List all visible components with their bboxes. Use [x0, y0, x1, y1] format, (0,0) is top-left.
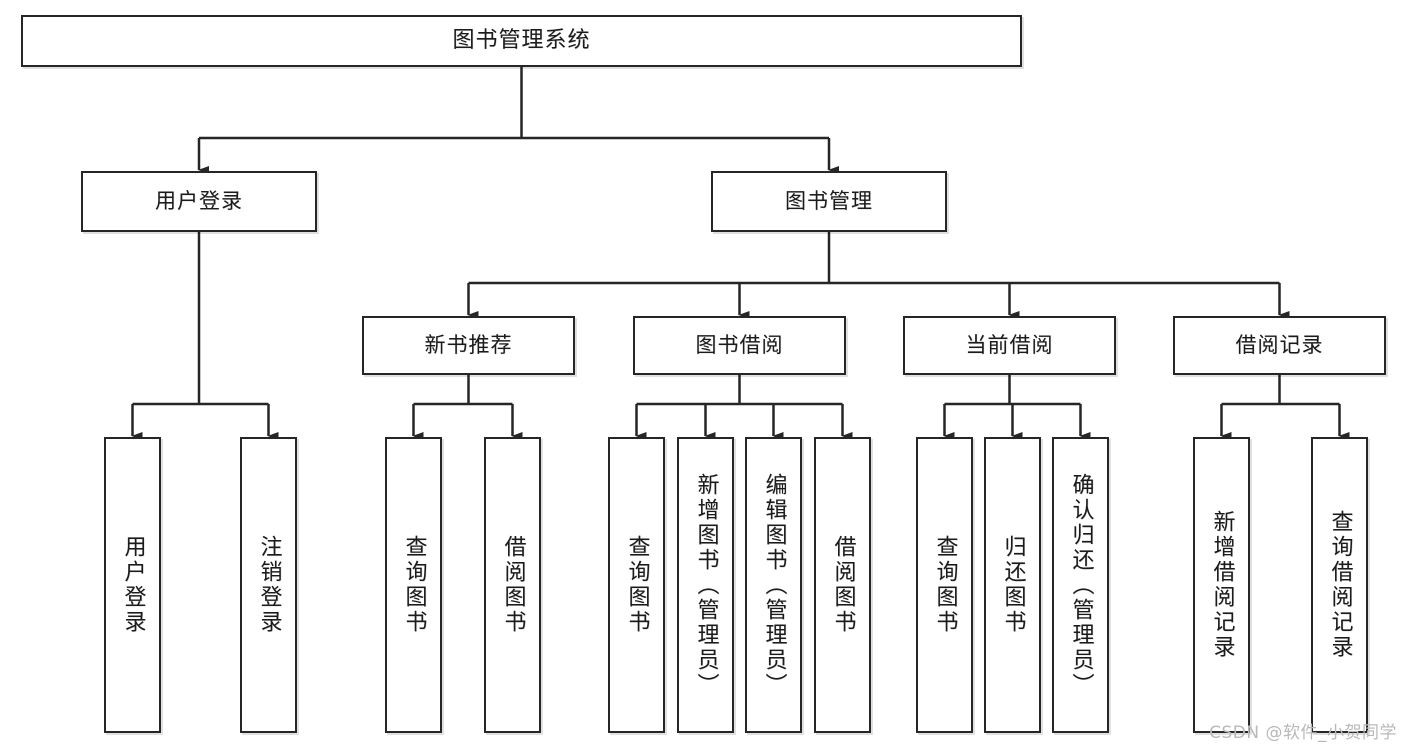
node-leaf-confirm-return[interactable]: 确认归还（管理员） — [1052, 437, 1109, 733]
node-leaf-add-book[interactable]: 新增图书（管理员） — [677, 437, 734, 733]
node-leaf-query-book-2[interactable]: 查询图书 — [608, 437, 665, 733]
node-label: 查询图书 — [624, 535, 650, 635]
node-book-borrow[interactable]: 图书借阅 — [633, 316, 846, 375]
node-leaf-user-login[interactable]: 用户登录 — [104, 437, 161, 733]
node-label: 用户登录 — [155, 189, 243, 214]
node-label: 借阅记录 — [1235, 333, 1324, 358]
node-borrow-record[interactable]: 借阅记录 — [1173, 316, 1386, 375]
edge-group-root — [197, 67, 839, 174]
node-label: 归还图书 — [1000, 535, 1026, 635]
node-leaf-add-record[interactable]: 新增借阅记录 — [1193, 437, 1250, 733]
node-label: 编辑图书（管理员） — [761, 472, 787, 698]
node-leaf-query-book-3[interactable]: 查询图书 — [916, 437, 973, 733]
edge-group-book-manage — [467, 232, 1290, 319]
edge-group-current-borrow — [943, 375, 1091, 440]
node-leaf-return-book[interactable]: 归还图书 — [984, 437, 1041, 733]
node-label: 查询借阅记录 — [1327, 510, 1353, 660]
node-label: 新增借阅记录 — [1209, 510, 1235, 660]
node-label: 图书借阅 — [695, 333, 784, 358]
node-label: 新书推荐 — [424, 333, 513, 358]
node-label: 查询图书 — [401, 535, 427, 635]
edge-group-borrow-record — [1220, 375, 1350, 440]
node-book-manage[interactable]: 图书管理 — [711, 171, 947, 232]
node-new-book-rec[interactable]: 新书推荐 — [362, 316, 575, 375]
edge-group-new-book-rec — [412, 375, 523, 440]
node-label: 确认归还（管理员） — [1068, 472, 1094, 698]
node-leaf-query-record[interactable]: 查询借阅记录 — [1311, 437, 1368, 733]
node-leaf-query-book-1[interactable]: 查询图书 — [385, 437, 442, 733]
node-label: 借阅图书 — [500, 535, 526, 635]
node-label: 当前借阅 — [965, 333, 1054, 358]
node-root[interactable]: 图书管理系统 — [21, 15, 1022, 67]
edge-group-user-login — [131, 232, 279, 440]
node-label: 用户登录 — [120, 535, 146, 635]
node-current-borrow[interactable]: 当前借阅 — [903, 316, 1116, 375]
node-leaf-logout[interactable]: 注销登录 — [240, 437, 297, 733]
node-label: 注销登录 — [256, 535, 282, 635]
edge-group-book-borrow — [635, 375, 853, 440]
node-label: 查询图书 — [932, 535, 958, 635]
csdn-watermark: CSDN @软件_小贺同学 — [1209, 723, 1397, 743]
node-label: 新增图书（管理员） — [693, 472, 719, 698]
node-label: 图书管理 — [785, 189, 873, 214]
node-label: 借阅图书 — [830, 535, 856, 635]
node-leaf-edit-book[interactable]: 编辑图书（管理员） — [745, 437, 802, 733]
node-label: 图书管理系统 — [452, 28, 591, 54]
node-leaf-borrow-book-1[interactable]: 借阅图书 — [484, 437, 541, 733]
node-user-login[interactable]: 用户登录 — [81, 171, 317, 232]
node-leaf-borrow-book-2[interactable]: 借阅图书 — [814, 437, 871, 733]
